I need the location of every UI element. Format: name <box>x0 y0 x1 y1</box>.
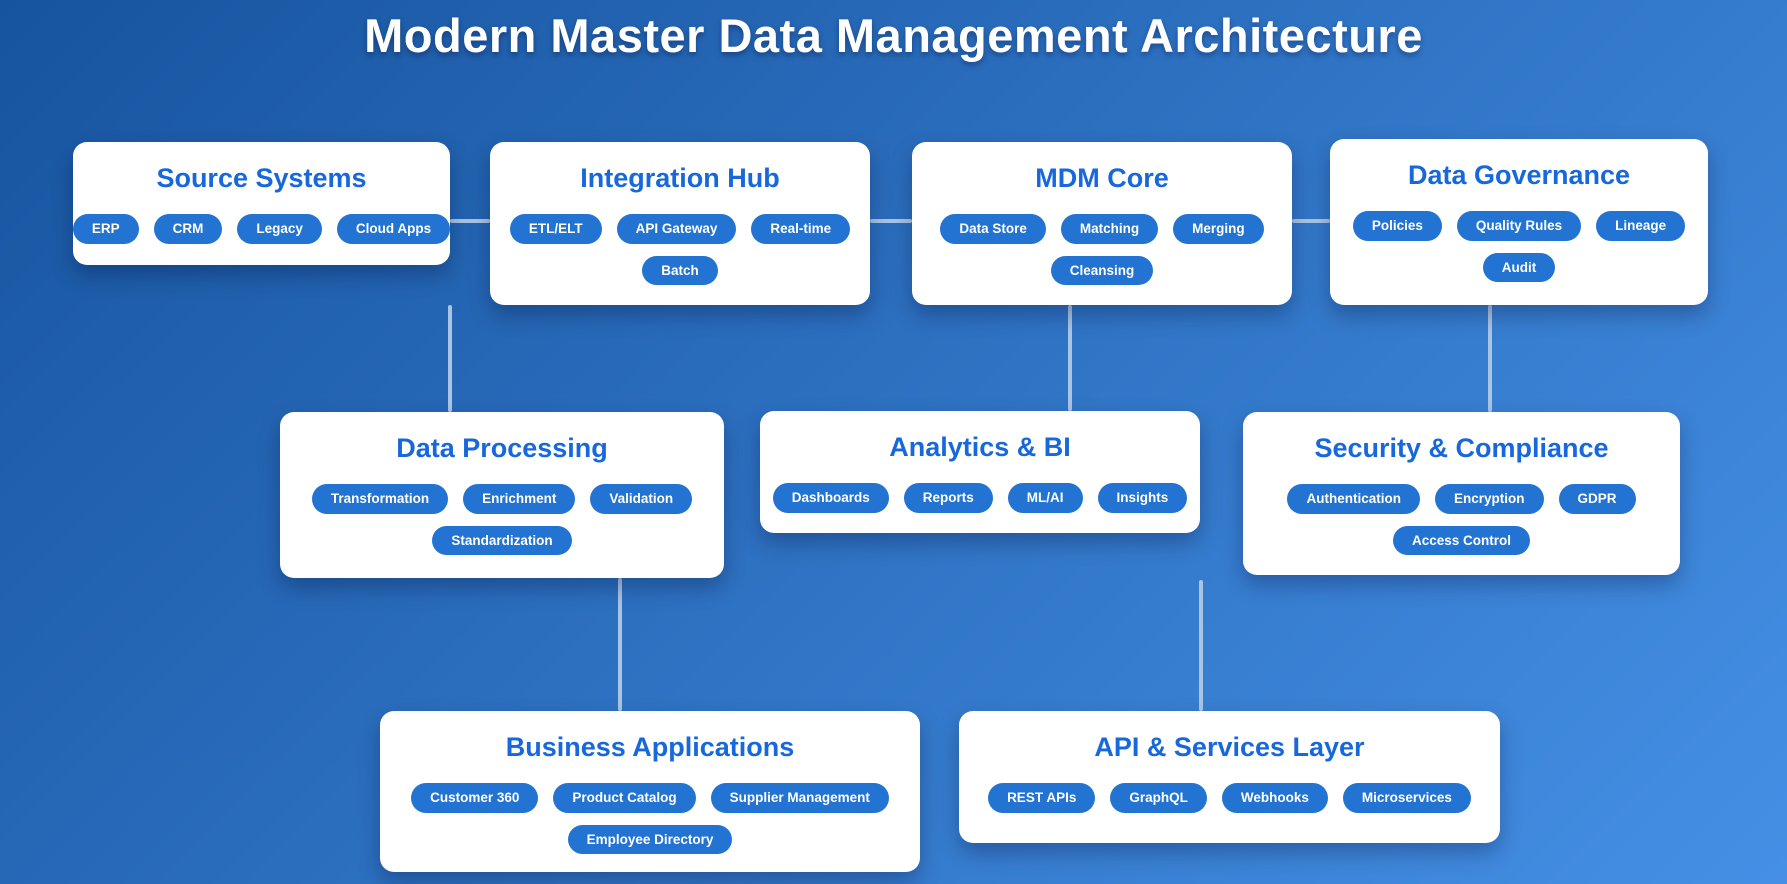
pill-enrichment: Enrichment <box>463 484 576 514</box>
box-title: Data Governance <box>1407 160 1631 190</box>
pill-row: ERP CRM Legacy Cloud Apps <box>72 214 451 244</box>
pill-row: Dashboards Reports ML/AI Insights <box>772 483 1188 513</box>
pill-row: Transformation Enrichment Validation <box>311 484 693 514</box>
pill-legacy: Legacy <box>237 214 322 244</box>
pill-microservices: Microservices <box>1342 783 1471 813</box>
pill-group: REST APIs GraphQL Webhooks Microservices <box>988 783 1471 813</box>
pill-policies: Policies <box>1352 211 1442 241</box>
pill-quality-rules: Quality Rules <box>1456 211 1582 241</box>
pill-group: ERP CRM Legacy Cloud Apps <box>72 214 451 244</box>
pill-customer-360: Customer 360 <box>411 783 539 813</box>
pill-reports: Reports <box>903 483 993 513</box>
box-title: Security & Compliance <box>1314 433 1609 463</box>
pill-employee-directory: Employee Directory <box>567 824 733 854</box>
box-integration-hub: Integration Hub ETL/ELT API Gateway Real-t… <box>490 142 870 305</box>
pill-api-gateway: API Gateway <box>616 214 737 244</box>
pill-group: Customer 360 Product Catalog Supplier Mana… <box>411 783 889 854</box>
pill-lineage: Lineage <box>1596 211 1686 241</box>
pill-access-control: Access Control <box>1392 525 1531 555</box>
pill-authentication: Authentication <box>1287 484 1420 514</box>
pill-gdpr: GDPR <box>1558 484 1636 514</box>
pill-encryption: Encryption <box>1434 484 1544 514</box>
pill-row: Authentication Encryption GDPR <box>1287 484 1636 514</box>
pill-crm: CRM <box>153 214 223 244</box>
box-source-systems: Source Systems ERP CRM Legacy Cloud Apps <box>72 142 451 265</box>
edge-analytics-to-api <box>1199 580 1203 711</box>
pill-validation: Validation <box>590 484 693 514</box>
edge-governance-to-security <box>1488 305 1492 412</box>
page-title: Modern Master Data Management Architectu… <box>364 9 1423 62</box>
box-title: Data Processing <box>396 433 608 463</box>
pill-ml-ai: ML/AI <box>1007 483 1083 513</box>
pill-row: Customer 360 Product Catalog Supplier Mana… <box>411 783 889 813</box>
box-security-compliance: Security & Compliance Authentication Encr… <box>1243 412 1680 575</box>
pill-webhooks: Webhooks <box>1221 783 1328 813</box>
pill-row: Employee Directory <box>567 824 733 854</box>
edge-integration-to-processing <box>448 305 452 412</box>
pill-product-catalog: Product Catalog <box>553 783 696 813</box>
box-title: API & Services Layer <box>1094 732 1365 762</box>
pill-transformation: Transformation <box>311 484 449 514</box>
edge-processing-to-business <box>618 578 622 711</box>
pill-erp: ERP <box>72 214 139 244</box>
pill-dashboards: Dashboards <box>772 483 889 513</box>
pill-row: Access Control <box>1392 525 1531 555</box>
pill-cloud-apps: Cloud Apps <box>336 214 451 244</box>
pill-etl-elt: ETL/ELT <box>509 214 602 244</box>
box-title: Source Systems <box>156 163 367 193</box>
box-analytics-bi: Analytics & BI Dashboards Reports ML/AI Ins… <box>760 411 1200 533</box>
box-data-processing: Data Processing Transformation Enrichment… <box>280 412 724 578</box>
pill-standardization: Standardization <box>432 525 572 555</box>
pill-batch: Batch <box>642 255 718 285</box>
edge-mdm-to-analytics <box>1068 305 1072 411</box>
box-data-governance: Data Governance Policies Quality Rules Lin… <box>1330 139 1708 305</box>
pill-row: Policies Quality Rules Lineage <box>1352 211 1686 241</box>
pill-row: Audit <box>1482 252 1556 282</box>
pill-rest-apis: REST APIs <box>988 783 1096 813</box>
box-business-applications: Business Applications Customer 360 Produc… <box>380 711 920 872</box>
pill-data-store: Data Store <box>940 214 1046 244</box>
box-title: Business Applications <box>505 732 795 762</box>
pill-merging: Merging <box>1173 214 1264 244</box>
pill-row: REST APIs GraphQL Webhooks Microservices <box>988 783 1471 813</box>
pill-row: Data Store Matching Merging <box>940 214 1264 244</box>
pill-group: Dashboards Reports ML/AI Insights <box>772 483 1188 513</box>
pill-cleansing: Cleansing <box>1050 255 1154 285</box>
pill-supplier-management: Supplier Management <box>710 783 889 813</box>
pill-real-time: Real-time <box>751 214 851 244</box>
edge-mdm-to-governance <box>1292 219 1330 223</box>
edge-source-to-integration <box>450 219 490 223</box>
pill-graphql: GraphQL <box>1110 783 1207 813</box>
pill-row: ETL/ELT API Gateway Real-time <box>509 214 851 244</box>
box-title: Analytics & BI <box>889 432 1071 462</box>
pill-row: Cleansing <box>1050 255 1154 285</box>
pill-matching: Matching <box>1060 214 1159 244</box>
pill-row: Standardization <box>432 525 572 555</box>
box-title: Integration Hub <box>580 163 780 193</box>
box-title: MDM Core <box>1035 163 1169 193</box>
edge-integration-to-mdm <box>870 219 912 223</box>
pill-row: Batch <box>642 255 718 285</box>
pill-group: Authentication Encryption GDPR Access Contr… <box>1287 484 1636 555</box>
pill-audit: Audit <box>1482 252 1556 282</box>
pill-insights: Insights <box>1097 483 1188 513</box>
box-api-services-layer: API & Services Layer REST APIs GraphQL Web… <box>959 711 1500 843</box>
